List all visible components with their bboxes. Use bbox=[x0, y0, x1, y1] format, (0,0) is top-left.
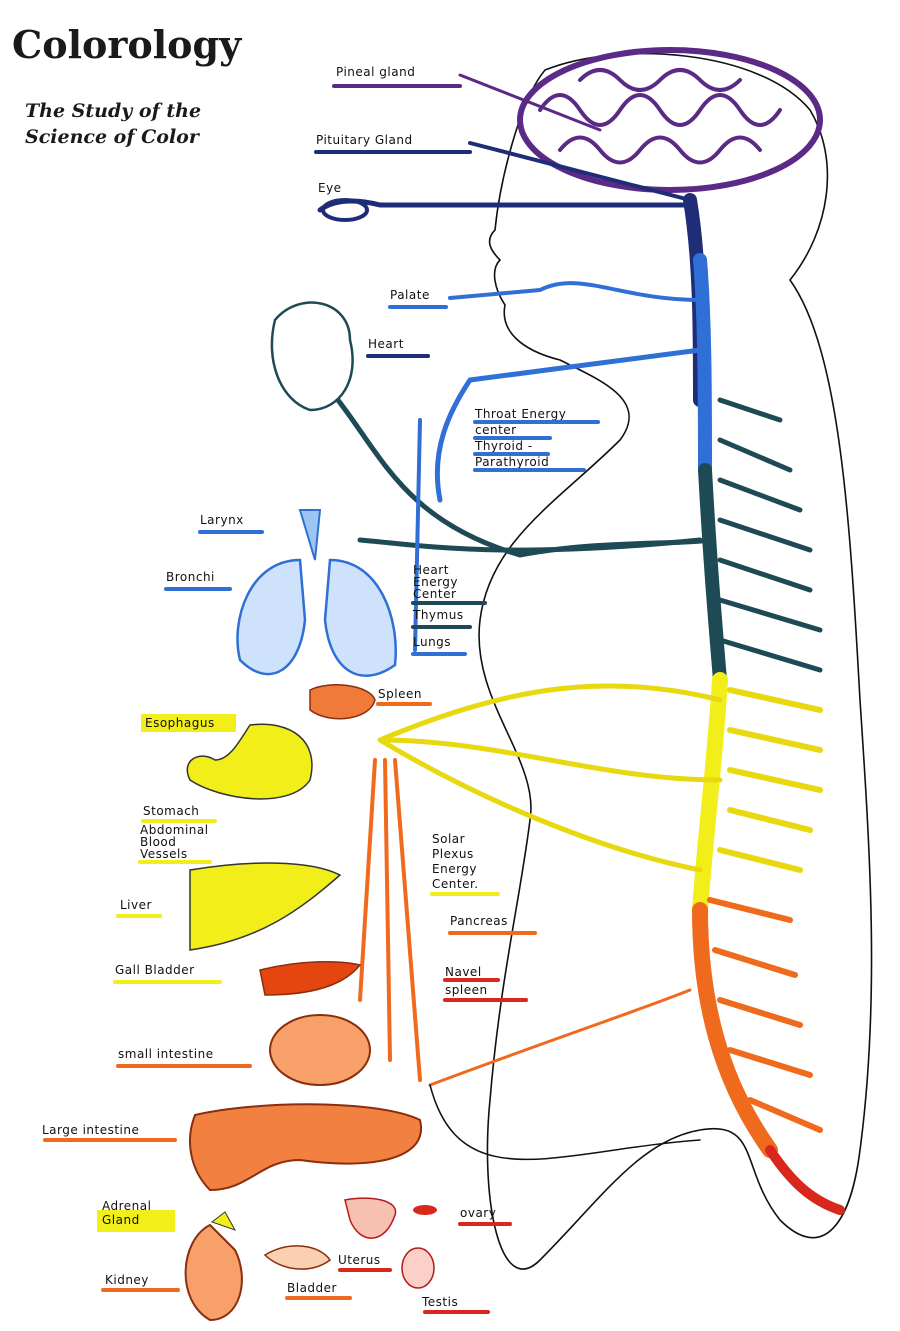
labels: Pineal gland Pituitary Gland Eye Palate … bbox=[42, 65, 600, 1314]
label-navel: Navel bbox=[445, 965, 482, 979]
spleen-organ bbox=[309, 684, 376, 720]
label-larynx: Larynx bbox=[200, 513, 244, 527]
label-uterus: Uterus bbox=[338, 1253, 381, 1267]
label-blood: Blood bbox=[140, 835, 176, 849]
label-heart-energy-3: Center bbox=[413, 587, 456, 601]
uterus-organ bbox=[344, 1197, 397, 1239]
label-energy: Energy bbox=[432, 862, 477, 876]
heart-organ bbox=[270, 301, 354, 412]
label-heart: Heart bbox=[368, 337, 404, 351]
small-intestine-organ bbox=[269, 1014, 371, 1086]
label-gall-bladder: Gall Bladder bbox=[115, 963, 195, 977]
brain-outline bbox=[517, 47, 823, 193]
label-thymus: Thymus bbox=[412, 608, 464, 622]
label-kidney: Kidney bbox=[105, 1273, 149, 1287]
label-bronchi: Bronchi bbox=[166, 570, 215, 584]
larynx-organ bbox=[298, 509, 322, 561]
label-vessels: Vessels bbox=[140, 847, 188, 861]
label-heart-energy-2: Energy bbox=[413, 575, 458, 589]
subtitle-line1: The Study of the bbox=[25, 100, 201, 122]
kidney-organ bbox=[184, 1223, 243, 1322]
bladder-organ bbox=[263, 1245, 332, 1270]
label-ovary: ovary bbox=[460, 1206, 496, 1220]
label-esophagus: Esophagus bbox=[145, 716, 215, 730]
liver-organ bbox=[189, 862, 342, 951]
label-eye: Eye bbox=[318, 181, 342, 195]
spine bbox=[683, 193, 845, 1215]
label-abdominal: Abdominal bbox=[140, 823, 209, 837]
ovary-organ bbox=[413, 1205, 437, 1215]
lung-right bbox=[323, 558, 397, 677]
label-throat-center: center bbox=[475, 423, 517, 437]
label-testis: Testis bbox=[421, 1295, 458, 1309]
label-center: Center. bbox=[432, 877, 479, 891]
label-heart-energy-1: Heart bbox=[413, 563, 449, 577]
label-adrenal-gland: Gland bbox=[102, 1213, 140, 1227]
label-small-intestine: small intestine bbox=[118, 1047, 214, 1061]
pancreas-organ bbox=[259, 961, 362, 996]
adrenal-organ bbox=[210, 1211, 237, 1231]
label-navel-spleen: spleen bbox=[445, 983, 488, 997]
label-bladder: Bladder bbox=[287, 1281, 337, 1295]
label-adrenal: Adrenal bbox=[102, 1199, 151, 1213]
label-parathyroid: Parathyroid bbox=[475, 455, 549, 469]
label-pineal-gland: Pineal gland bbox=[336, 65, 415, 79]
label-thyroid: Thyroid - bbox=[474, 439, 533, 453]
large-intestine-organ bbox=[189, 1103, 423, 1192]
label-solar: Solar bbox=[432, 832, 465, 846]
body-outline bbox=[478, 52, 873, 1270]
stomach-organ bbox=[186, 723, 313, 800]
label-plexus: Plexus bbox=[432, 847, 474, 861]
label-large-intestine: Large intestine bbox=[42, 1123, 139, 1137]
title-colorology: Colorology bbox=[12, 22, 242, 67]
nerve-lines bbox=[317, 73, 723, 1161]
label-pituitary-gland: Pituitary Gland bbox=[316, 133, 413, 147]
lung-left bbox=[236, 558, 307, 676]
eye-shape bbox=[321, 198, 369, 222]
testis-organ bbox=[401, 1247, 435, 1289]
brain-folds bbox=[538, 68, 782, 165]
label-throat-energy: Throat Energy bbox=[474, 407, 566, 421]
label-spleen: Spleen bbox=[378, 687, 422, 701]
label-liver: Liver bbox=[120, 898, 152, 912]
label-pancreas: Pancreas bbox=[450, 914, 508, 928]
label-palate: Palate bbox=[390, 288, 430, 302]
label-lungs: Lungs bbox=[413, 635, 451, 649]
subtitle-line2: Science of Color bbox=[25, 126, 201, 148]
label-stomach: Stomach bbox=[143, 804, 199, 818]
